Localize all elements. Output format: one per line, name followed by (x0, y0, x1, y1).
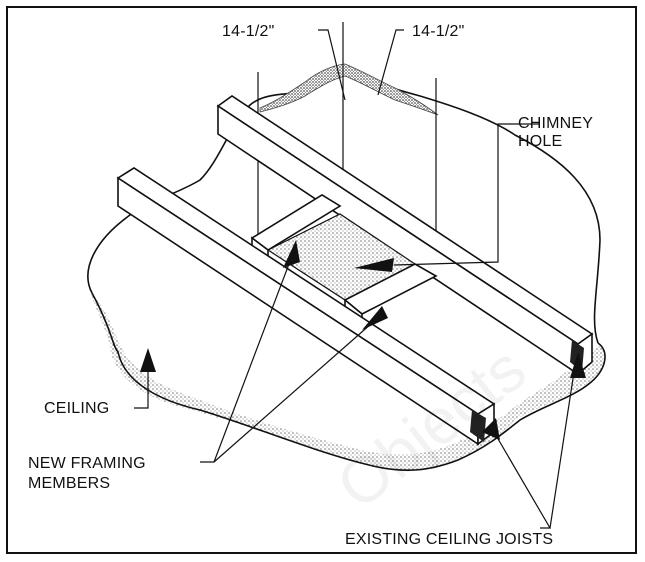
ceiling-outline (91, 292, 606, 472)
label-chimney-line2: HOLE (518, 133, 562, 150)
arrow-ceiling (140, 348, 156, 372)
existing-joist-back (216, 95, 594, 376)
label-chimney-line1: CHIMNEY (518, 115, 593, 132)
arrow-joist-back (570, 352, 586, 378)
arrow-framing-upper (283, 240, 300, 268)
label-dim-right: 14-1/2" (412, 23, 464, 40)
leader-ceiling (134, 372, 149, 409)
leader-joist-back (549, 371, 575, 529)
joist-end-shading (470, 410, 486, 442)
arrow-chimney (354, 258, 394, 272)
leader-chimney (393, 123, 540, 266)
arrow-framing-lower (362, 306, 388, 330)
leader-dim-right (377, 29, 404, 96)
label-ceiling: CEILING (44, 400, 109, 417)
arrows (140, 240, 586, 440)
label-joists: EXISTING CEILING JOISTS (345, 531, 553, 548)
label-dim-left: 14-1/2" (222, 23, 274, 40)
leader-framing-b (213, 315, 381, 463)
leader-dim-left (318, 29, 346, 101)
leader-lines (134, 29, 575, 529)
label-framing-line1: NEW FRAMING (28, 455, 146, 472)
chimney-top-stipple (259, 63, 439, 116)
label-framing-line2: MEMBERS (28, 475, 110, 492)
leader-joist-front (493, 431, 552, 529)
